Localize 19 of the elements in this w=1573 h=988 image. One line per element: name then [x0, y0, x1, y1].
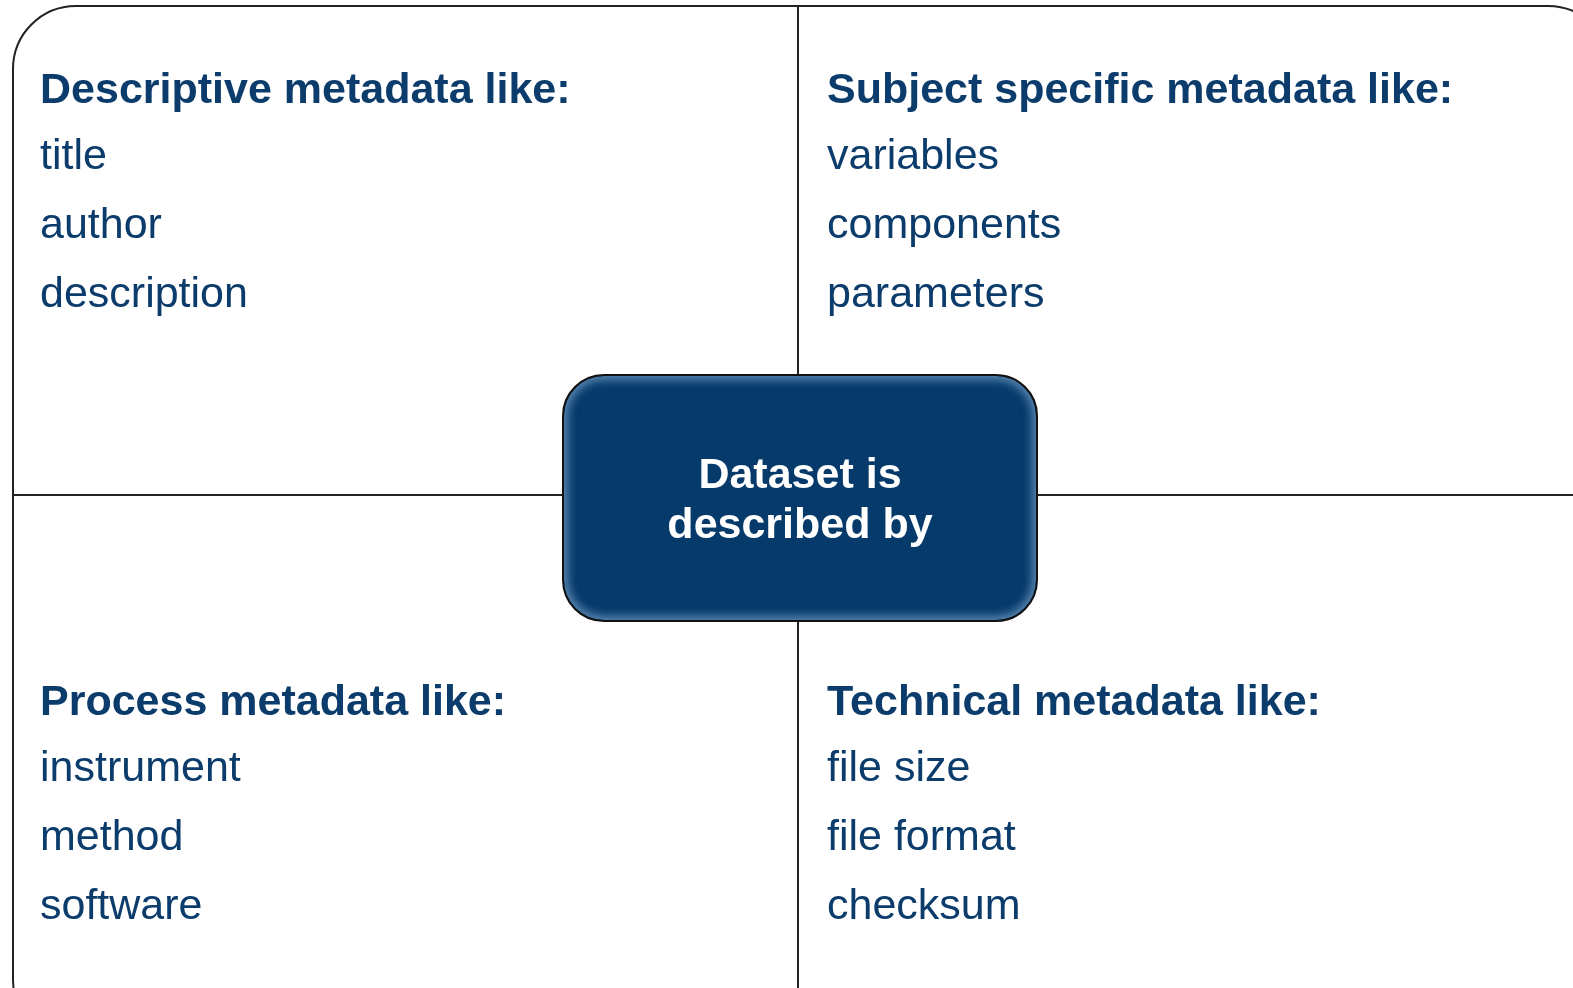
metadata-item: checksum: [827, 879, 1022, 930]
category-heading: Process metadata like:: [40, 675, 507, 726]
metadata-item: components: [827, 198, 1063, 249]
metadata-item: method: [40, 810, 185, 861]
metadata-item: title: [40, 129, 108, 180]
category-heading: Technical metadata like:: [827, 675, 1321, 726]
metadata-item: description: [40, 267, 249, 318]
metadata-item: parameters: [827, 267, 1046, 318]
metadata-item: author: [40, 198, 163, 249]
category-heading: Descriptive metadata like:: [40, 63, 571, 114]
metadata-item: file size: [827, 741, 972, 792]
metadata-item: file format: [827, 810, 1017, 861]
center-label: Dataset is described by: [666, 448, 934, 548]
rounded-frame: [12, 5, 1573, 988]
category-heading: Subject specific metadata like:: [827, 63, 1454, 114]
center-box: [562, 374, 1038, 622]
metadata-item: instrument: [40, 741, 242, 792]
metadata-item: software: [40, 879, 204, 930]
metadata-item: variables: [827, 129, 1001, 180]
